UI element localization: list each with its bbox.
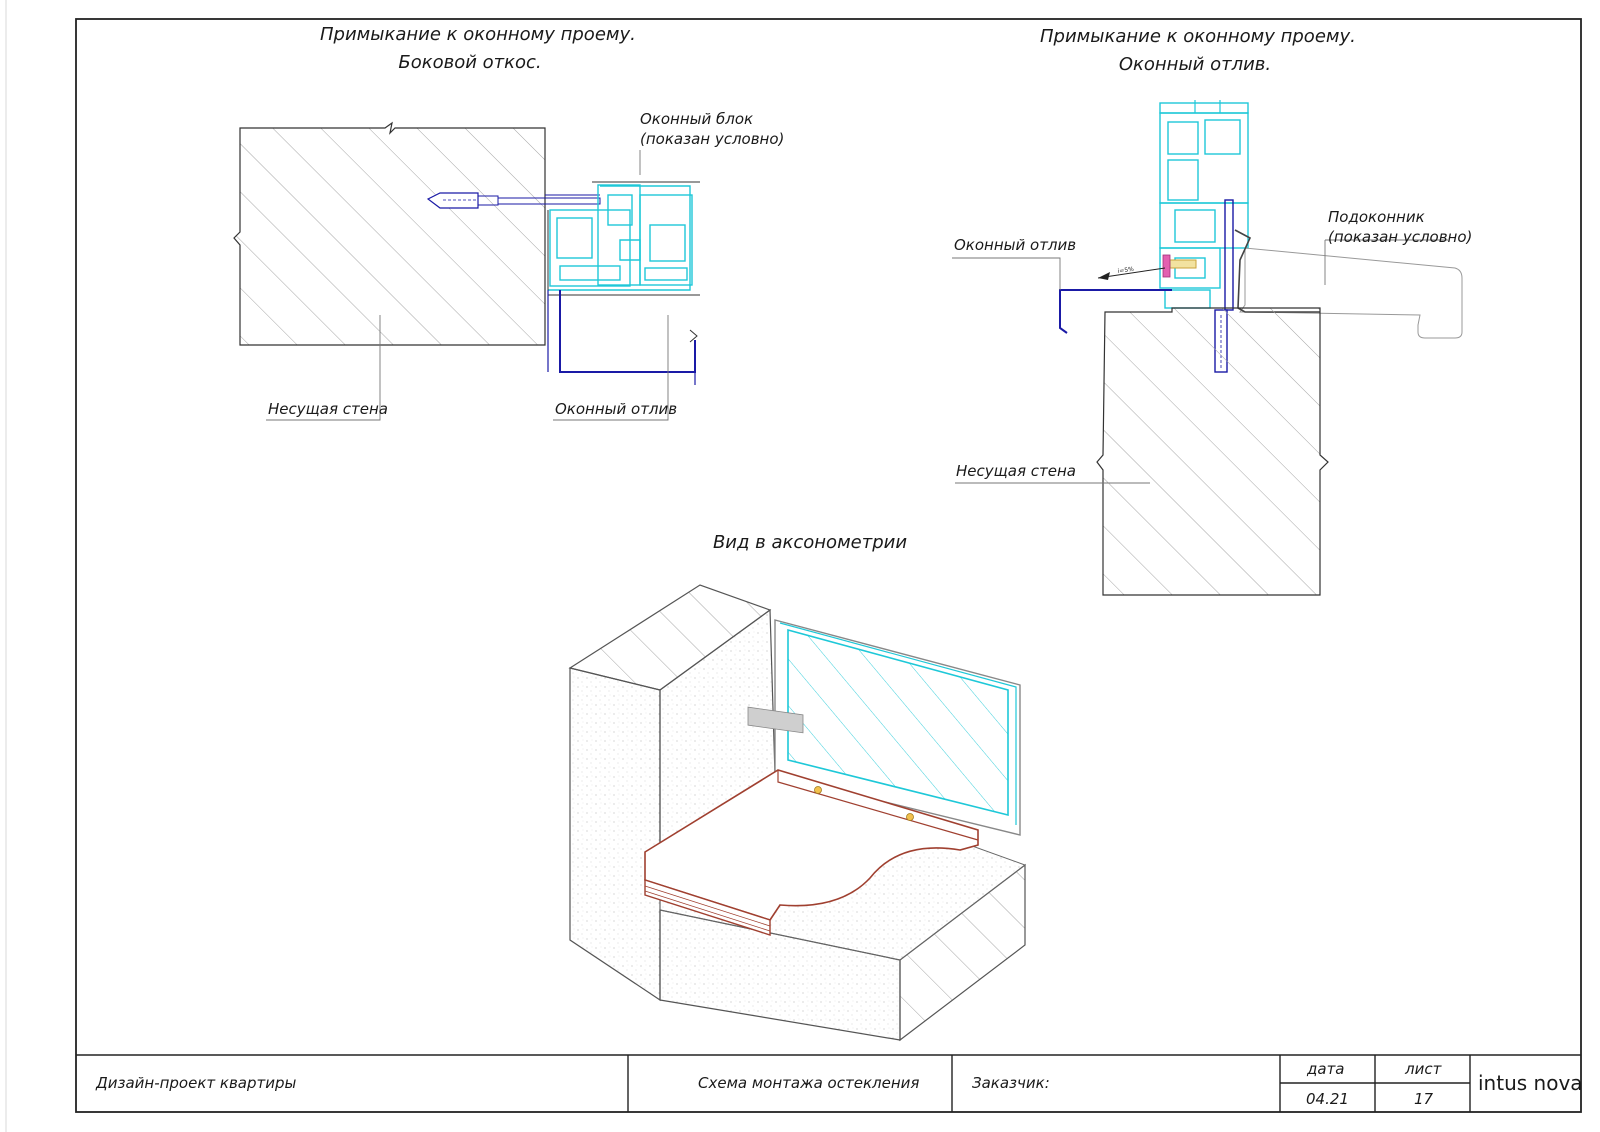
sill-wall-section [1096, 307, 1329, 596]
axon-sill-top [644, 769, 979, 921]
sill-drawing: i=5% [952, 100, 1463, 596]
sill-board-label-2: (показан условно) [1328, 228, 1473, 246]
sill-title-line1: Примыкание к оконному проему. [1040, 26, 1356, 47]
side-title-line2: Боковой откос. [398, 52, 542, 73]
side-wall-section [233, 121, 546, 346]
sill-title-line2: Оконный отлив. [1118, 54, 1272, 75]
svg-text:i=5%: i=5% [1117, 266, 1134, 275]
side-flashing-label: Оконный отлив [555, 400, 678, 418]
sill-flashing-profile [1059, 289, 1172, 334]
sill-flashing-label: Оконный отлив [954, 236, 1077, 254]
title-block-customer: Заказчик: [972, 1074, 1050, 1092]
sill-screw [1169, 259, 1197, 269]
leader-sill-flashing [952, 257, 1061, 290]
sill-wall-label: Несущая стена [956, 462, 1076, 480]
side-anchor [426, 192, 601, 209]
side-title-line1: Примыкание к оконному проему. [320, 24, 636, 45]
axon-fixing-2 [906, 813, 914, 821]
side-reveal-drawing [233, 121, 700, 421]
side-wall-label: Несущая стена [268, 400, 388, 418]
title-block [76, 1054, 1581, 1112]
title-block-date-header: дата [1307, 1060, 1345, 1078]
axonometric-drawing [568, 584, 1027, 1042]
side-window-block-label-2: (показан условно) [640, 130, 785, 148]
title-block-sheet-value: 17 [1414, 1090, 1434, 1108]
sill-frame-fixing [1224, 199, 1234, 311]
title-block-logo: intus nova [1478, 1071, 1583, 1095]
sill-board-bracket [1234, 229, 1320, 313]
sill-board [1239, 247, 1463, 339]
side-frame-contour [547, 181, 700, 343]
axon-title: Вид в аксонометрии [712, 532, 908, 553]
sheet-border [75, 18, 1582, 1113]
title-block-sheet-name: Схема монтажа остекления [698, 1074, 920, 1092]
title-block-sheet-header: лист [1405, 1060, 1442, 1078]
side-flashing-profile [559, 290, 696, 373]
side-window-block-label-1: Оконный блок [640, 110, 754, 128]
leader-side-wall [266, 315, 381, 421]
title-block-date-value: 04.21 [1306, 1090, 1349, 1108]
leader-side-flashing [553, 315, 669, 421]
axon-wall-left-face [569, 667, 661, 1002]
side-window-profile [548, 184, 693, 291]
sill-seal [1162, 254, 1171, 278]
axon-insulation [747, 706, 804, 734]
title-block-project: Дизайн-проект квартиры [96, 1074, 297, 1092]
axon-fixing-1 [814, 786, 822, 794]
sill-window-profile [1159, 102, 1249, 309]
sill-board-label-1: Подоконник [1328, 208, 1425, 226]
